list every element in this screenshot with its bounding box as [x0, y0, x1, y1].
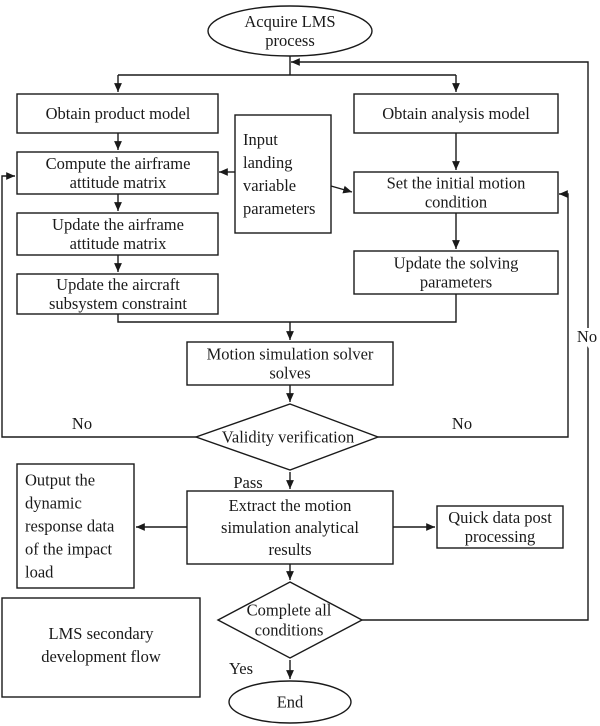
update-solving-line: parameters	[420, 273, 492, 292]
output-dynamic-line: load	[25, 563, 54, 582]
product-model-line: Obtain product model	[46, 104, 191, 123]
node-analysis-model-text: Obtain analysis model	[382, 104, 530, 123]
input-params-line: variable	[243, 176, 296, 195]
output-dynamic-line: response data	[25, 517, 115, 536]
caption-line: LMS secondary	[49, 624, 155, 643]
update-attitude-line: Update the airframe	[52, 215, 184, 234]
label-no-right: No	[452, 414, 472, 433]
node-output-dynamic-text: Output the dynamic response data of the imp…	[25, 471, 115, 582]
label-pass: Pass	[233, 473, 262, 492]
solver-line: Motion simulation solver	[207, 345, 374, 364]
analysis-model-line: Obtain analysis model	[382, 104, 530, 123]
edge-complete-no-loop	[291, 58, 589, 621]
validity-line: Validity verification	[222, 428, 354, 447]
update-solving-line: Update the solving	[394, 254, 519, 273]
caption-box: LMS secondary development flow	[1, 597, 201, 698]
complete-all-line: Complete all	[247, 601, 332, 620]
end-line: End	[277, 693, 304, 712]
edge-validity-no-left	[1, 172, 196, 438]
node-end-text: End	[277, 693, 304, 712]
edge-subsystem-to-merge	[117, 314, 290, 323]
update-subsystem-line: Update the aircraft	[56, 275, 180, 294]
label-no-outer: No	[577, 327, 597, 346]
extract-results-line: Extract the motion	[229, 496, 352, 515]
output-dynamic-line: Output the	[25, 471, 95, 490]
output-dynamic-line: dynamic	[25, 494, 82, 513]
initial-motion-line: Set the initial motion	[387, 174, 526, 193]
node-validity-text: Validity verification	[222, 428, 354, 447]
extract-results-line: results	[268, 540, 311, 559]
extract-results-line: simulation analytical	[221, 518, 359, 537]
caption-line: development flow	[41, 647, 161, 666]
initial-motion-line: condition	[425, 193, 487, 212]
edge-validity-no-right	[378, 190, 569, 438]
quick-post-line: Quick data post	[448, 508, 552, 527]
node-extract-results-text: Extract the motion simulation analytical r…	[221, 496, 359, 559]
node-analysis-model: Obtain analysis model	[353, 93, 559, 134]
input-params-line: landing	[243, 153, 293, 172]
edge-input-to-initial	[330, 185, 353, 194]
compute-attitude-line: Compute the airframe	[46, 154, 191, 173]
compute-attitude-line: attitude matrix	[70, 173, 167, 192]
node-input-params: Input landing variable parameters	[234, 114, 332, 234]
node-output-dynamic: Output the dynamic response data of the imp…	[16, 463, 135, 589]
node-end: End	[228, 680, 352, 724]
input-params-line: Input	[243, 130, 278, 149]
start-line: process	[265, 31, 314, 50]
label-yes: Yes	[229, 659, 253, 678]
start-line: Acquire LMS	[244, 12, 335, 31]
output-dynamic-line: of the impact	[25, 540, 112, 559]
edge-solving-to-merge	[290, 294, 457, 323]
quick-post-line: processing	[465, 527, 536, 546]
node-validity: Validity verification	[193, 403, 380, 471]
update-subsystem-line: subsystem constraint	[49, 294, 187, 313]
input-params-line: parameters	[243, 199, 315, 218]
caption-text: LMS secondary development flow	[41, 624, 161, 666]
update-attitude-line: attitude matrix	[70, 234, 167, 253]
label-no-left: No	[72, 414, 92, 433]
complete-all-line: conditions	[255, 621, 324, 640]
node-product-model: Obtain product model	[16, 93, 219, 134]
node-input-params-text: Input landing variable parameters	[243, 130, 315, 218]
node-product-model-text: Obtain product model	[46, 104, 191, 123]
solver-line: solves	[269, 364, 310, 383]
edges	[1, 56, 589, 679]
node-extract-results: Extract the motion simulation analytical r…	[186, 490, 394, 565]
